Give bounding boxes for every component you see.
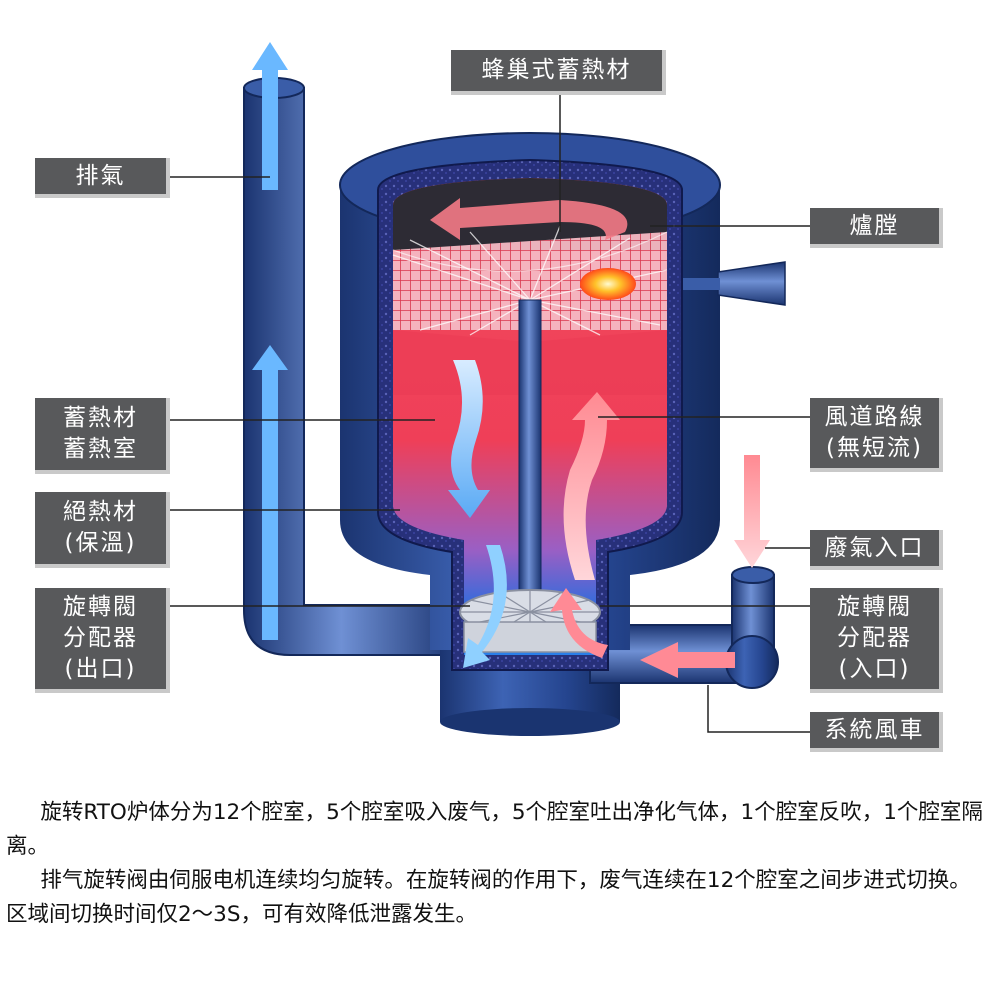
label-rotary-valve-inlet: 旋轉閥 分配器 (入口): [810, 588, 943, 693]
caption-paragraph-2: 排气旋转阀由伺服电机连续均匀旋转。在旋转阀的作用下，废气连续在12个腔室之间步进…: [6, 868, 971, 927]
burner-flame: [580, 268, 636, 300]
caption-paragraph-1: 旋转RTO炉体分为12个腔室，5个腔室吸入废气，5个腔室吐出净化气体，1个腔室反…: [6, 800, 983, 859]
rotary-shaft: [518, 299, 542, 611]
label-furnace: 爐膛: [810, 208, 943, 248]
flow-arrows: [252, 42, 770, 678]
rto-cutaway-illustration: [170, 42, 810, 736]
caption: 旋转RTO炉体分为12个腔室，5个腔室吸入废气，5个腔室吐出净化气体，1个腔室反…: [6, 796, 991, 932]
label-rotary-valve-outlet: 旋轉閥 分配器 (出口): [35, 588, 170, 693]
label-insulation: 絕熱材 (保溫): [35, 492, 170, 568]
label-heat-storage: 蓄熱材 蓄熱室: [35, 398, 170, 474]
label-system-fan: 系統風車: [810, 712, 943, 752]
label-waste-gas-inlet: 廢氣入口: [810, 530, 943, 570]
label-exhaust: 排氣: [35, 158, 170, 198]
leader-lines: [170, 90, 810, 733]
label-honeycomb-media: 蜂巢式蓄熱材: [451, 50, 666, 95]
label-airflow-path: 風道路線 (無短流): [810, 398, 943, 472]
